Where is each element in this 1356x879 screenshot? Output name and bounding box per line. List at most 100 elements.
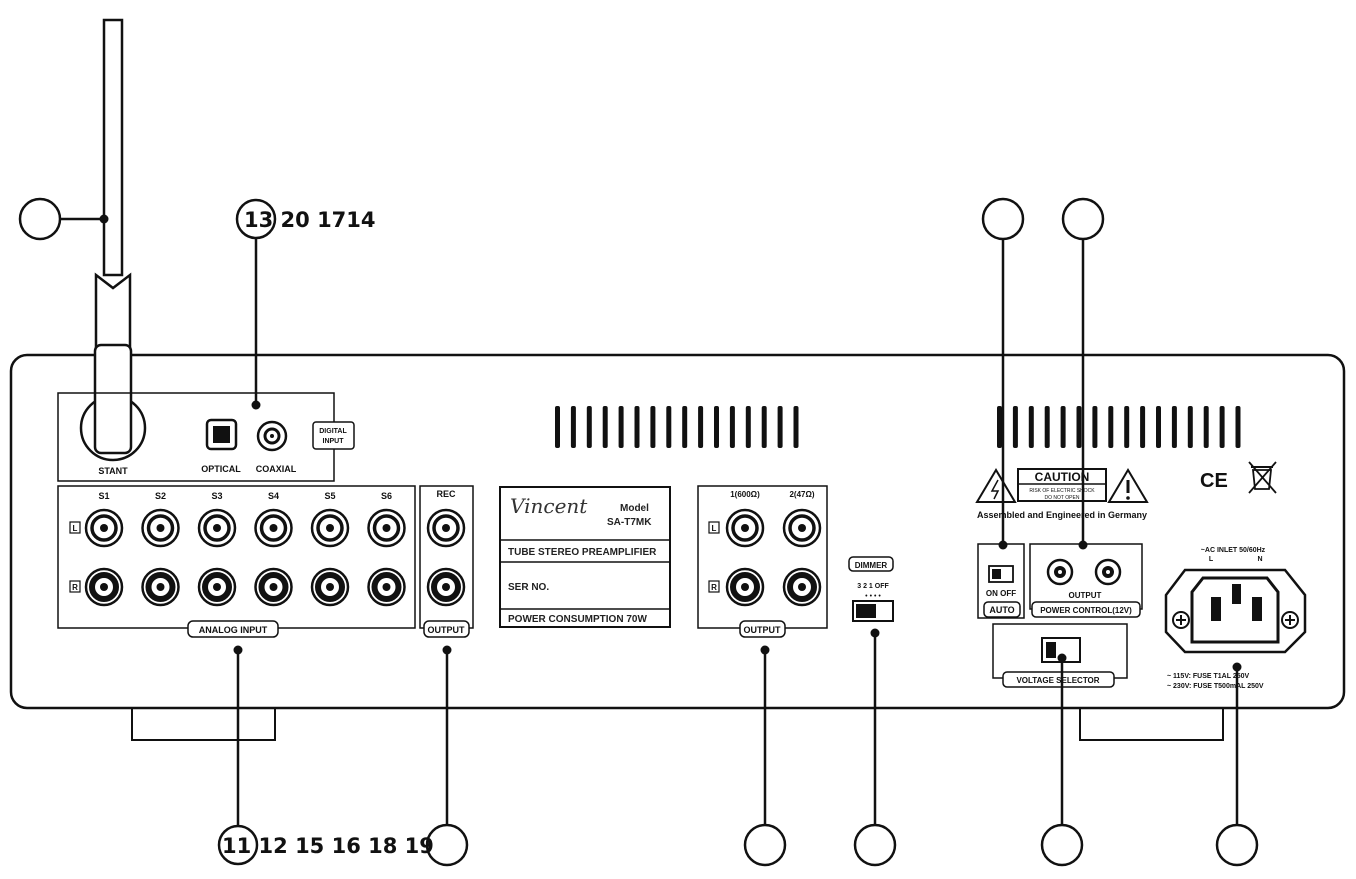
analog-channel-label-s2: S2 bbox=[155, 491, 166, 501]
analog-jack-s6-l[interactable] bbox=[366, 508, 407, 548]
callout-dots bbox=[99, 214, 1242, 672]
main-output-ch1: 1(600Ω) bbox=[730, 490, 760, 499]
right-screw-icon bbox=[1281, 611, 1299, 629]
vent-right-slot bbox=[1028, 406, 1034, 448]
main-right-marker: R bbox=[711, 583, 717, 592]
main-output-ch2: 2(47Ω) bbox=[789, 490, 814, 499]
vents-left bbox=[555, 406, 799, 448]
main-out1-right-jack[interactable] bbox=[727, 569, 763, 605]
dimmer-label: DIMMER bbox=[855, 561, 888, 570]
vent-left-slot bbox=[698, 406, 704, 448]
model-caption: Model bbox=[620, 503, 649, 514]
analog-jack-s6-r[interactable] bbox=[369, 569, 405, 605]
main-output-label: OUTPUT bbox=[744, 625, 782, 635]
vent-right-slot bbox=[1060, 406, 1066, 448]
vent-left-slot bbox=[586, 406, 592, 448]
ac-inlet-socket[interactable] bbox=[1164, 568, 1307, 654]
callout-circle-rec bbox=[425, 823, 469, 867]
analog-channel-label-s4: S4 bbox=[268, 491, 279, 501]
analog-channel-label-s3: S3 bbox=[211, 491, 222, 501]
analog-input-label: ANALOG INPUT bbox=[199, 625, 268, 635]
callout-circle-voltage bbox=[1040, 823, 1084, 867]
analog-jack-s5-l[interactable] bbox=[310, 508, 350, 548]
vent-left-slot bbox=[745, 406, 751, 448]
digital-input-badge bbox=[312, 421, 355, 450]
assembled-text: Assembled and Engineered in Germany bbox=[977, 510, 1147, 520]
right-marker-box bbox=[69, 580, 81, 593]
caution-line2: DO NOT OPEN bbox=[1045, 495, 1080, 501]
caution-title: CAUTION bbox=[1035, 470, 1090, 484]
ac-inlet-n: N bbox=[1257, 556, 1262, 563]
callout-numbers-top: 13 20 1714 bbox=[244, 208, 376, 232]
warning-triangle-left-icon bbox=[975, 468, 1017, 503]
vent-left-slot bbox=[682, 406, 688, 448]
main-left-marker: L bbox=[712, 524, 717, 533]
analog-jack-s4-l[interactable] bbox=[253, 508, 294, 548]
analog-jack-s2-r[interactable] bbox=[143, 569, 179, 605]
vent-right-slot bbox=[1092, 406, 1098, 448]
product-type: TUBE STEREO PREAMPLIFIER bbox=[508, 547, 657, 558]
rec-right-jack[interactable] bbox=[428, 569, 464, 605]
left-marker-box bbox=[69, 521, 81, 534]
analog-jack-s5-r[interactable] bbox=[312, 569, 348, 605]
rec-left-jack[interactable] bbox=[426, 508, 466, 548]
analog-jack-s4-r[interactable] bbox=[256, 569, 292, 605]
nameplate bbox=[499, 486, 671, 628]
main-out2-right-jack[interactable] bbox=[784, 569, 820, 605]
vent-left-slot bbox=[714, 406, 719, 448]
main-out1-left-jack[interactable] bbox=[725, 508, 765, 548]
callout-circle-antenna bbox=[18, 197, 62, 241]
optical-label: OPTICAL bbox=[201, 464, 241, 474]
vent-left-slot bbox=[650, 406, 656, 448]
rec-label: REC bbox=[436, 489, 456, 499]
vent-right-slot bbox=[1140, 406, 1146, 448]
vent-left-slot bbox=[602, 406, 608, 448]
left-foot bbox=[131, 704, 276, 741]
left-screw-icon bbox=[1172, 611, 1190, 629]
callout-circle-analog bbox=[217, 824, 259, 866]
power-control-jack-1[interactable] bbox=[1046, 558, 1074, 586]
analog-jack-s3-l[interactable] bbox=[197, 508, 237, 548]
vent-left-slot bbox=[618, 406, 624, 448]
ce-mark: CE bbox=[1200, 470, 1228, 492]
callout-leaders bbox=[61, 217, 1239, 826]
callout-circle-auto bbox=[981, 197, 1025, 241]
vent-left-slot bbox=[729, 406, 735, 448]
serial-label: SER NO. bbox=[508, 582, 549, 593]
vent-right-slot bbox=[1203, 406, 1209, 448]
analog-jack-s2-l[interactable] bbox=[140, 508, 181, 548]
vent-right-slot bbox=[1187, 406, 1193, 448]
callout-circle-dimmer bbox=[853, 823, 897, 867]
analog-jack-s1-l[interactable] bbox=[84, 508, 124, 548]
vent-left-slot bbox=[634, 406, 640, 448]
vent-left-slot bbox=[793, 406, 799, 448]
callout-circle-ac bbox=[1215, 823, 1259, 867]
analog-jack-s3-r[interactable] bbox=[199, 569, 235, 605]
coaxial-jack[interactable] bbox=[256, 420, 288, 452]
vent-right-slot bbox=[1124, 406, 1130, 448]
caution-label-box bbox=[1017, 468, 1107, 502]
power-control-jack-2[interactable] bbox=[1094, 558, 1122, 586]
vent-left-slot bbox=[555, 406, 560, 448]
vent-right-slot bbox=[997, 406, 1002, 448]
voltage-selector-label: VOLTAGE SELECTOR bbox=[1016, 676, 1099, 685]
vent-right-slot bbox=[1219, 406, 1225, 448]
digital-input-line1: DIGITAL bbox=[319, 428, 347, 435]
analog-left-marker: L bbox=[73, 524, 78, 533]
power-control-output: OUTPUT bbox=[1069, 591, 1102, 600]
right-foot bbox=[1079, 704, 1224, 741]
power-control-label: POWER CONTROL(12V) bbox=[1040, 606, 1132, 615]
fuse-line1: ~ 115V: FUSE T1AL 250V bbox=[1167, 673, 1249, 680]
vent-right-slot bbox=[1156, 406, 1161, 448]
warning-triangle-right-icon bbox=[1107, 468, 1149, 503]
callout-circles bbox=[18, 197, 1259, 867]
caution-line1: RISK OF ELECTRIC SHOCK bbox=[1029, 488, 1095, 494]
analog-right-marker: R bbox=[72, 583, 78, 592]
vent-right-slot bbox=[1044, 406, 1050, 448]
callout-circle-output bbox=[743, 823, 787, 867]
analog-jack-s1-r[interactable] bbox=[86, 569, 122, 605]
power-consumption: POWER CONSUMPTION 70W bbox=[508, 614, 647, 625]
auto-label: AUTO bbox=[989, 605, 1014, 615]
main-out2-left-jack[interactable] bbox=[782, 508, 822, 548]
analog-channel-label-s6: S6 bbox=[381, 491, 392, 501]
